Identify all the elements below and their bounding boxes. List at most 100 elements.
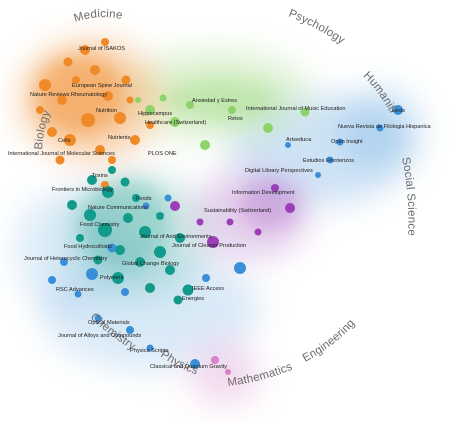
node-chemistry[interactable] (135, 257, 145, 267)
journal-label[interactable]: Nature Reviews Rheumatology (30, 92, 107, 98)
node-social[interactable] (254, 228, 262, 236)
node-chemistry[interactable] (112, 272, 124, 284)
journal-label[interactable]: Nutrition (96, 108, 117, 114)
journal-label[interactable]: Open Insight (331, 139, 363, 145)
node-humanities[interactable] (315, 172, 321, 178)
node-social[interactable] (207, 236, 219, 248)
node-chemistry[interactable] (108, 166, 116, 174)
node-social[interactable] (170, 201, 180, 211)
journal-label[interactable]: Food Chemistry (80, 222, 120, 228)
journal-label[interactable]: RSC Advances (56, 287, 94, 293)
node-chemistry[interactable] (123, 213, 133, 223)
journal-label[interactable]: Digital Library Perspectives (245, 168, 313, 174)
node-medicine[interactable] (55, 155, 65, 165)
node-chemistry[interactable] (156, 212, 164, 220)
node-chemistry[interactable] (93, 255, 103, 265)
node-humanities[interactable] (48, 276, 56, 284)
node-medicine[interactable] (146, 121, 154, 129)
node-chemistry[interactable] (173, 295, 183, 305)
node-humanities[interactable] (336, 138, 344, 146)
journal-label[interactable]: Polymers (100, 275, 124, 281)
node-medicine[interactable] (108, 156, 116, 164)
node-humanities[interactable] (164, 194, 172, 202)
node-humanities[interactable] (60, 258, 68, 266)
node-medicine[interactable] (130, 135, 140, 145)
journal-label[interactable]: IEEE Access (192, 286, 224, 292)
node-medicine[interactable] (90, 65, 100, 75)
node-humanities[interactable] (190, 359, 200, 369)
node-humanities[interactable] (94, 314, 102, 322)
journal-label[interactable]: Journal of Alloys and Compounds (58, 333, 142, 339)
node-health[interactable] (145, 105, 155, 115)
node-health[interactable] (170, 117, 180, 127)
node-social[interactable] (226, 218, 234, 226)
journal-label[interactable]: Nature Communications (88, 205, 148, 211)
journal-label[interactable]: Optical Materials (88, 320, 130, 326)
journal-label[interactable]: Journal of Heterocyclic Chemistry (24, 256, 108, 262)
journal-label[interactable]: Foods (136, 196, 152, 202)
node-humanities[interactable] (234, 262, 246, 274)
journal-label[interactable]: Food Hydrocolloids (64, 244, 112, 250)
journal-label[interactable]: Nutrients (108, 135, 131, 141)
journal-label[interactable]: Sustainability (Switzerland) (204, 208, 271, 214)
journal-label[interactable]: Ansiedad y Estres (192, 98, 237, 104)
node-chemistry[interactable] (139, 226, 151, 238)
node-humanities[interactable] (74, 290, 82, 298)
node-medicine[interactable] (64, 134, 76, 146)
journal-label[interactable]: Nueva Revista de Filologia Hispanica (338, 124, 432, 130)
node-health[interactable] (228, 106, 236, 114)
node-health[interactable] (300, 107, 310, 117)
node-humanities[interactable] (126, 326, 134, 334)
node-physics[interactable] (225, 369, 231, 375)
journal-label[interactable]: European Spine Journal (72, 83, 132, 89)
node-social[interactable] (285, 203, 295, 213)
journal-label[interactable]: PLOS ONE (148, 151, 177, 157)
journal-label[interactable]: Hippocampus (138, 111, 172, 117)
node-medicine[interactable] (36, 106, 44, 114)
node-medicine[interactable] (57, 95, 67, 105)
node-humanities[interactable] (142, 202, 150, 210)
node-physics[interactable] (211, 356, 219, 364)
node-chemistry[interactable] (120, 177, 130, 187)
node-chemistry[interactable] (154, 246, 166, 258)
node-chemistry[interactable] (76, 234, 84, 242)
node-medicine[interactable] (101, 38, 109, 46)
node-chemistry[interactable] (182, 284, 194, 296)
node-chemistry[interactable] (98, 223, 112, 237)
journal-label[interactable]: Retos (228, 116, 243, 122)
node-humanities[interactable] (285, 142, 291, 148)
node-humanities[interactable] (86, 268, 98, 280)
node-chemistry[interactable] (132, 194, 140, 202)
node-medicine[interactable] (63, 57, 73, 67)
node-medicine[interactable] (72, 76, 80, 84)
node-health[interactable] (263, 123, 273, 133)
node-health[interactable] (200, 140, 210, 150)
node-chemistry[interactable] (115, 245, 125, 255)
journal-label[interactable]: Journal of Arid Environments (140, 234, 212, 240)
node-chemistry[interactable] (175, 233, 185, 243)
journal-label[interactable]: Journal of ISAKOS (78, 46, 125, 52)
node-social[interactable] (196, 218, 204, 226)
node-health[interactable] (186, 101, 194, 109)
journal-label[interactable]: International Journal of Molecular Scien… (8, 151, 115, 157)
node-medicine[interactable] (80, 45, 90, 55)
node-chemistry[interactable] (145, 283, 155, 293)
node-medicine[interactable] (81, 113, 95, 127)
journal-label[interactable]: Artseduca (286, 137, 312, 143)
node-humanities[interactable] (393, 105, 403, 115)
journal-label[interactable]: Physica Scripta (130, 348, 169, 354)
node-medicine[interactable] (103, 91, 113, 101)
journal-label[interactable]: Cells (58, 138, 71, 144)
node-medicine[interactable] (39, 79, 51, 91)
journal-label[interactable]: Lexis (392, 108, 405, 114)
node-medicine[interactable] (95, 145, 105, 155)
journal-label[interactable]: Frontiers in Microbiology (52, 187, 113, 193)
node-medicine[interactable] (126, 96, 134, 104)
journal-label[interactable]: International Journal of Music Education (246, 106, 346, 112)
node-medicine[interactable] (47, 127, 57, 137)
node-medicine[interactable] (121, 75, 131, 85)
journal-label[interactable]: Energies (182, 296, 204, 302)
node-humanities[interactable] (107, 243, 117, 253)
journal-label[interactable]: Information Development (232, 190, 295, 196)
journal-label[interactable]: Global Change Biology (122, 261, 179, 267)
